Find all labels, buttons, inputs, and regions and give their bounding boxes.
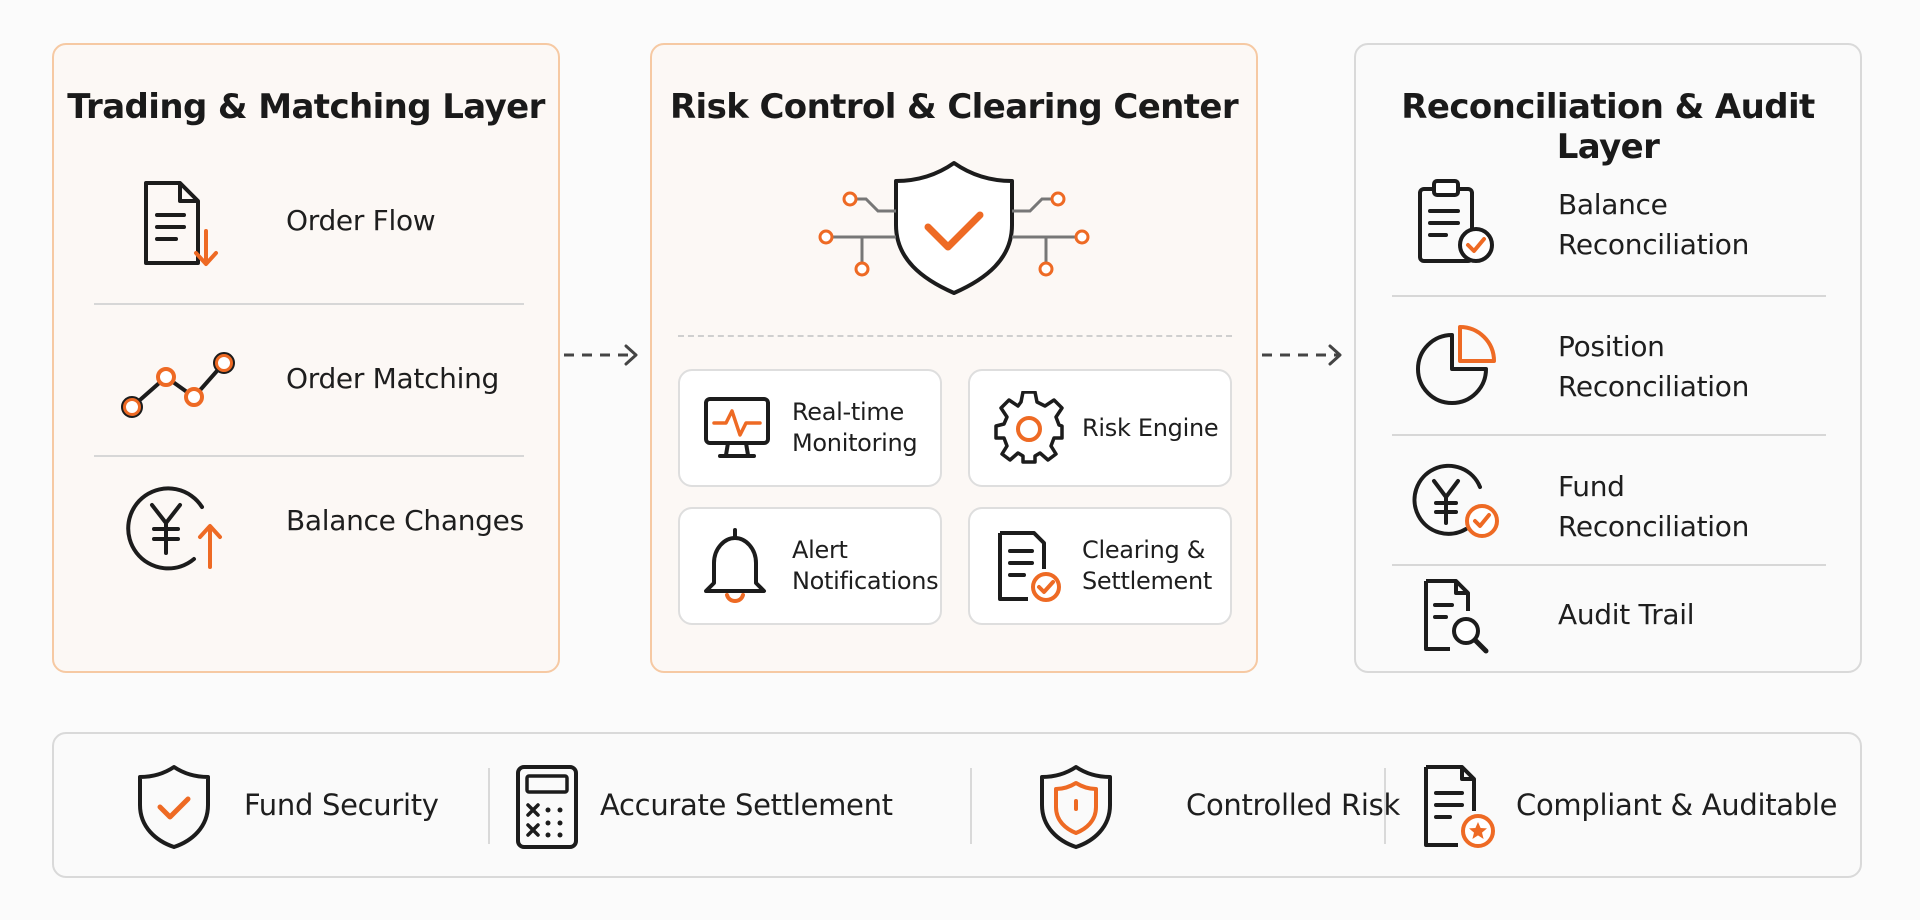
accurate-settlement-label: Accurate Settlement xyxy=(600,788,893,822)
flow-arrow-1 xyxy=(562,340,646,374)
order-flow-label: Order Flow xyxy=(286,204,436,237)
recon-panel-title: Reconciliation & Audit Layer xyxy=(1401,87,1815,167)
risk-control-panel: Risk Control & Clearing Center xyxy=(650,43,1258,673)
flow-arrow-2 xyxy=(1260,340,1350,374)
gear-icon xyxy=(992,390,1066,469)
realtime-label-line1: Real-time xyxy=(792,398,904,426)
audit-trail-row: Audit Trail xyxy=(1356,571,1860,667)
clearing-label-line1: Clearing & xyxy=(1082,536,1206,564)
risk-engine-label: Risk Engine xyxy=(1082,414,1219,442)
clearing-settlement-card: Clearing & Settlement xyxy=(968,507,1232,625)
separator xyxy=(970,768,972,844)
controlled-risk-label: Controlled Risk xyxy=(1186,788,1400,822)
balance-recon-line2: Reconciliation xyxy=(1558,228,1750,261)
separator xyxy=(1384,768,1386,844)
alert-label-line2: Notifications xyxy=(792,567,939,595)
trading-panel-title: Trading & Matching Layer xyxy=(67,87,545,127)
balance-changes-row: Balance Changes xyxy=(54,465,558,585)
matching-line-icon xyxy=(118,343,238,427)
divider xyxy=(1392,295,1826,297)
dashed-divider xyxy=(678,335,1232,337)
calculator-icon xyxy=(512,763,582,855)
order-matching-label: Order Matching xyxy=(286,362,500,395)
benefit-compliant-auditable: Compliant & Auditable xyxy=(1386,734,1862,876)
realtime-label-line2: Monitoring xyxy=(792,429,918,457)
realtime-monitoring-card: Real-time Monitoring xyxy=(678,369,942,487)
shield-check-circuit-icon xyxy=(816,159,1092,303)
compliant-auditable-label: Compliant & Auditable xyxy=(1516,788,1838,822)
position-recon-line1: Position xyxy=(1558,330,1665,363)
monitor-pulse-icon xyxy=(702,393,772,467)
audit-trail-label: Audit Trail xyxy=(1558,598,1695,631)
trading-matching-panel: Trading & Matching Layer Order Flow xyxy=(52,43,560,673)
yen-check-icon xyxy=(1408,453,1508,553)
alert-label-line1: Alert xyxy=(792,536,848,564)
benefits-bar: Fund Security Accurate Settlement xyxy=(52,732,1862,878)
yen-up-icon xyxy=(114,477,234,581)
order-matching-row: Order Matching xyxy=(54,315,558,435)
document-search-icon xyxy=(1418,577,1498,661)
document-star-icon xyxy=(1420,763,1500,855)
divider xyxy=(94,455,524,457)
divider xyxy=(1392,434,1826,436)
shield-check-icon xyxy=(136,763,212,855)
benefit-fund-security: Fund Security xyxy=(54,734,484,876)
balance-recon-line1: Balance xyxy=(1558,188,1668,221)
risk-panel-title: Risk Control & Clearing Center xyxy=(669,87,1239,127)
separator xyxy=(488,768,490,844)
pie-chart-icon xyxy=(1410,317,1506,417)
position-recon-line2: Reconciliation xyxy=(1558,370,1750,403)
order-flow-row: Order Flow xyxy=(54,165,558,275)
divider xyxy=(94,303,524,305)
benefit-accurate-settlement: Accurate Settlement xyxy=(490,734,970,876)
benefit-controlled-risk: Controlled Risk xyxy=(972,734,1400,876)
order-document-icon xyxy=(130,177,226,277)
divider xyxy=(1392,564,1826,566)
bell-icon xyxy=(700,527,770,611)
fund-recon-line2: Reconciliation xyxy=(1558,510,1750,543)
document-check-icon xyxy=(994,529,1064,609)
risk-engine-card: Risk Engine xyxy=(968,369,1232,487)
position-recon-row: Position Reconciliation xyxy=(1356,305,1860,425)
clearing-label-line2: Settlement xyxy=(1082,567,1213,595)
reconciliation-audit-panel: Reconciliation & Audit Layer Balance Rec… xyxy=(1354,43,1862,673)
fund-security-label: Fund Security xyxy=(244,788,439,822)
shield-icon xyxy=(1038,763,1114,855)
balance-changes-label: Balance Changes xyxy=(286,504,524,537)
alert-notifications-card: Alert Notifications xyxy=(678,507,942,625)
clipboard-check-icon xyxy=(1410,175,1506,275)
fund-recon-line1: Fund xyxy=(1558,470,1625,503)
fund-recon-row: Fund Reconciliation xyxy=(1356,443,1860,563)
balance-recon-row: Balance Reconciliation xyxy=(1356,163,1860,283)
